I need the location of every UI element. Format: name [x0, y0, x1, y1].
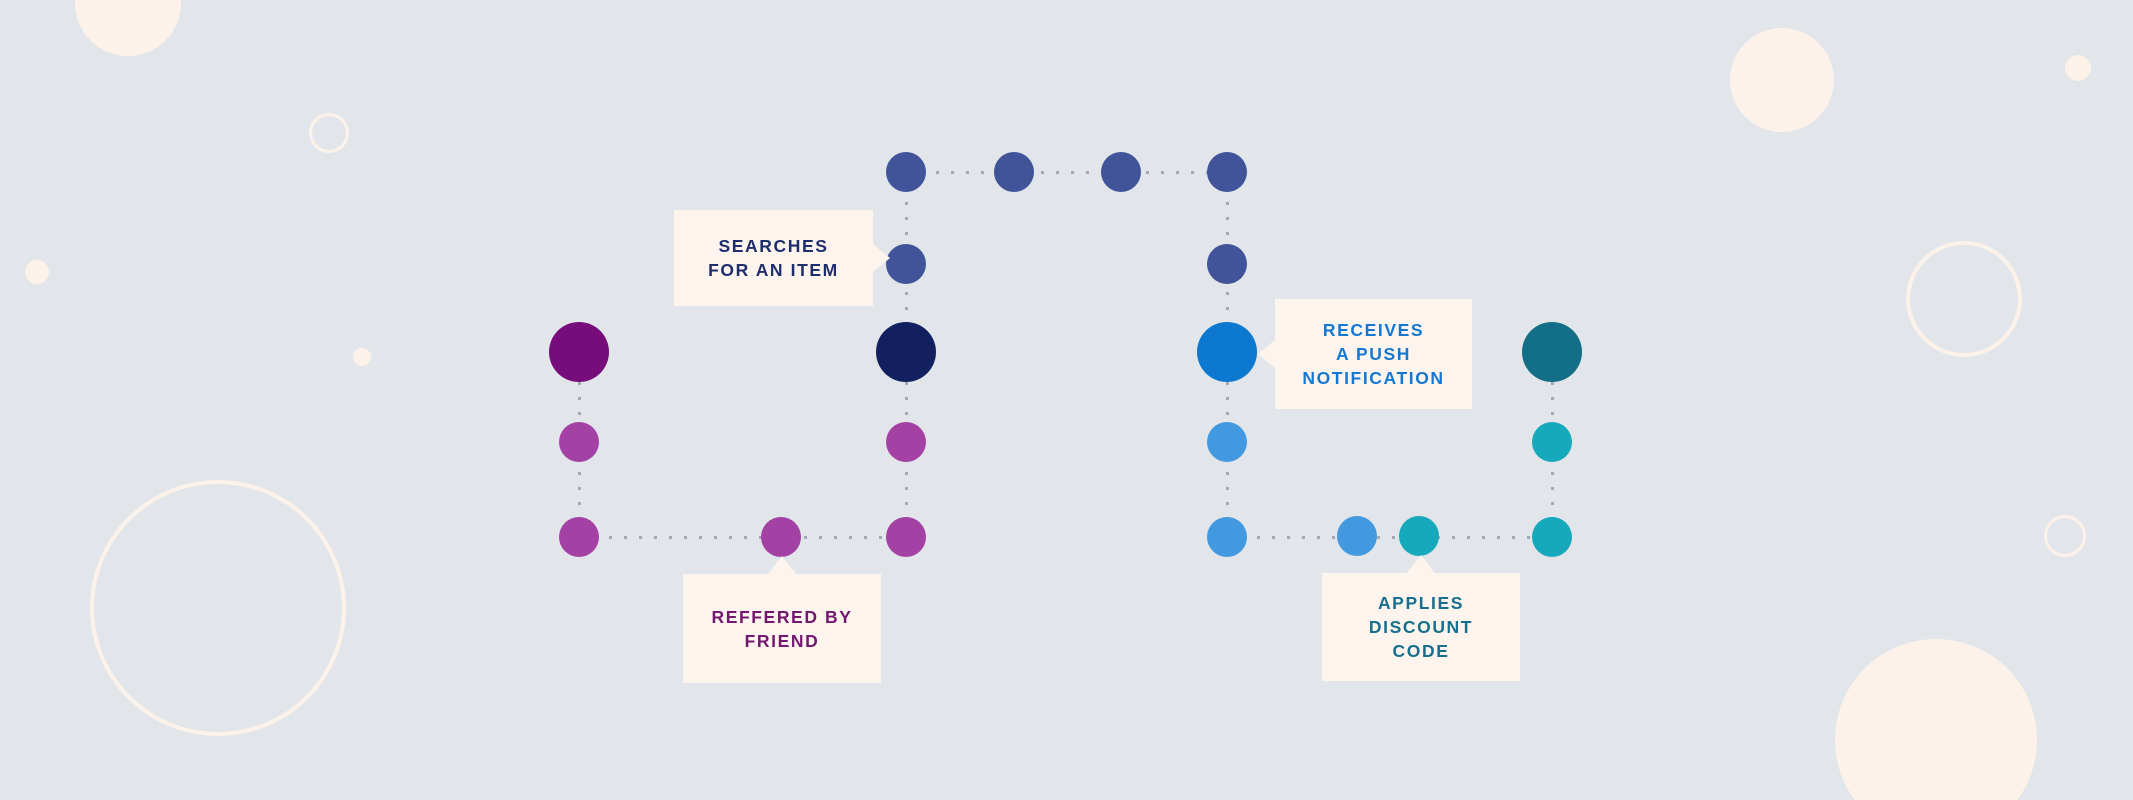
applies-discount-code-callout: APPLIES DISCOUNT CODE [1322, 555, 1520, 681]
journey-dot-navy [886, 152, 926, 192]
callout-text-line: NOTIFICATION [1302, 368, 1445, 388]
journey-dot-teal-large [1522, 322, 1582, 382]
callout-text: APPLIES DISCOUNT CODE [1369, 591, 1473, 663]
journey-dot-teal [1532, 422, 1572, 462]
receives-a-push-notification-callout: RECEIVES A PUSH NOTIFICATION [1258, 299, 1472, 409]
decorative-circle [1835, 639, 2037, 800]
journey-dot-teal [1532, 517, 1572, 557]
callout-text-line: SEARCHES [718, 236, 829, 256]
decorative-circle [75, 0, 181, 56]
callout-text: RECEIVES A PUSH NOTIFICATION [1302, 318, 1444, 390]
decorative-circle [353, 348, 371, 366]
decorative-circle [1730, 28, 1834, 132]
journey-dot-purple [559, 517, 599, 557]
callout-text: SEARCHES FOR AN ITEM [708, 234, 839, 282]
journey-dot-teal [1399, 516, 1439, 556]
journey-dot-navy [1207, 152, 1247, 192]
callout-text-line: A PUSH [1335, 344, 1412, 364]
journey-dot-navy-large [876, 322, 936, 382]
decorative-circle [25, 260, 49, 284]
decorative-circle [1906, 241, 2022, 357]
callout-text-line: RECEIVES [1322, 320, 1425, 340]
journey-dot-navy [1207, 244, 1247, 284]
callout-tail-left [1258, 340, 1275, 368]
reffered-by-friend-callout: REFFERED BY FRIEND [683, 556, 881, 683]
decorative-circle [90, 480, 346, 736]
journey-dot-purple-large [549, 322, 609, 382]
journey-dot-blue [1207, 517, 1247, 557]
journey-dot-purple [761, 517, 801, 557]
dotted-path-segment [579, 535, 906, 539]
callout-text-line: CODE [1392, 641, 1450, 661]
callout-tail-up [1407, 555, 1435, 573]
journey-dot-navy [886, 244, 926, 284]
decorative-circle [2044, 515, 2086, 557]
callout-tail-up [768, 556, 796, 574]
decorative-circle [2065, 55, 2091, 81]
journey-dot-purple [886, 422, 926, 462]
journey-dot-navy [1101, 152, 1141, 192]
journey-dot-blue [1207, 422, 1247, 462]
callout-text-line: FRIEND [744, 630, 820, 651]
journey-dot-blue [1337, 516, 1377, 556]
callout-text-line: REFFERED BY [711, 606, 853, 627]
journey-dot-purple [559, 422, 599, 462]
dotted-path-segment [1227, 535, 1552, 539]
callout-text-line: DISCOUNT [1368, 617, 1474, 637]
callout-text-line: APPLIES [1377, 593, 1465, 613]
decorative-circle [309, 113, 349, 153]
callout-text: REFFERED BY FRIEND [711, 605, 852, 653]
dotted-path-segment [906, 170, 1227, 174]
callout-text-line: FOR AN ITEM [708, 260, 839, 280]
journey-dot-navy [994, 152, 1034, 192]
journey-dot-blue-large [1197, 322, 1257, 382]
journey-dot-purple [886, 517, 926, 557]
callout-tail-right [873, 244, 890, 272]
searches-for-an-item-callout: SEARCHES FOR AN ITEM [674, 210, 890, 306]
